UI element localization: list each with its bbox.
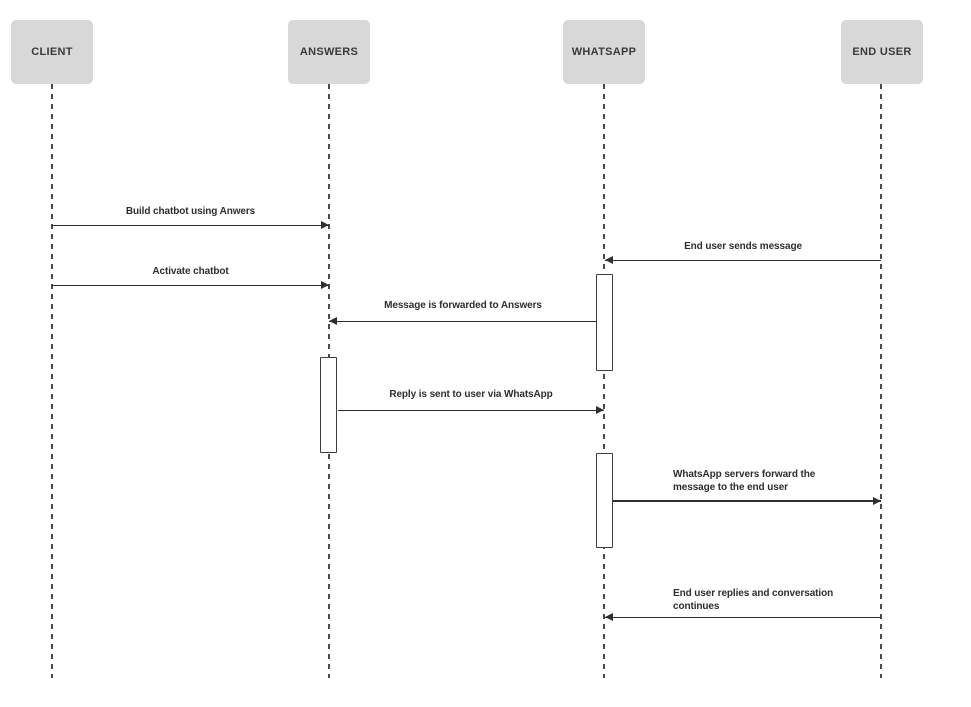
actor-client: CLIENT — [11, 20, 93, 84]
message-7-label: End user replies and conversation contin… — [673, 588, 834, 612]
message-4-arrow — [329, 317, 597, 325]
lifeline-end-user — [880, 84, 882, 678]
message-2-label: End user sends message — [684, 241, 802, 252]
actor-end-user-label: END USER — [852, 46, 912, 58]
message-3-arrow — [52, 281, 329, 289]
message-5-arrow — [338, 406, 604, 414]
lifeline-client — [51, 84, 53, 678]
message-7-arrow — [605, 613, 881, 621]
activation-whatsapp-1 — [596, 274, 613, 371]
message-2-arrow — [605, 256, 881, 264]
actor-answers-label: ANSWERS — [299, 46, 359, 58]
actor-answers: ANSWERS — [288, 20, 370, 84]
message-1-arrow — [52, 221, 329, 229]
message-3-label: Activate chatbot — [152, 266, 229, 277]
message-5-label: Reply is sent to user via WhatsApp — [389, 389, 553, 400]
message-6-label: WhatsApp servers forward the message to … — [673, 469, 816, 493]
actor-whatsapp: WHATSAPP — [563, 20, 645, 84]
actor-whatsapp-label: WHATSAPP — [571, 46, 637, 58]
activation-answers — [320, 357, 337, 453]
lifeline-whatsapp — [603, 84, 605, 678]
message-1-label: Build chatbot using Anwers — [125, 206, 256, 217]
actor-end-user: END USER — [841, 20, 923, 84]
message-4-label: Message is forwarded to Answers — [384, 300, 542, 311]
activation-whatsapp-2 — [596, 453, 613, 548]
actor-client-label: CLIENT — [31, 46, 73, 58]
message-6-arrow — [613, 497, 881, 505]
